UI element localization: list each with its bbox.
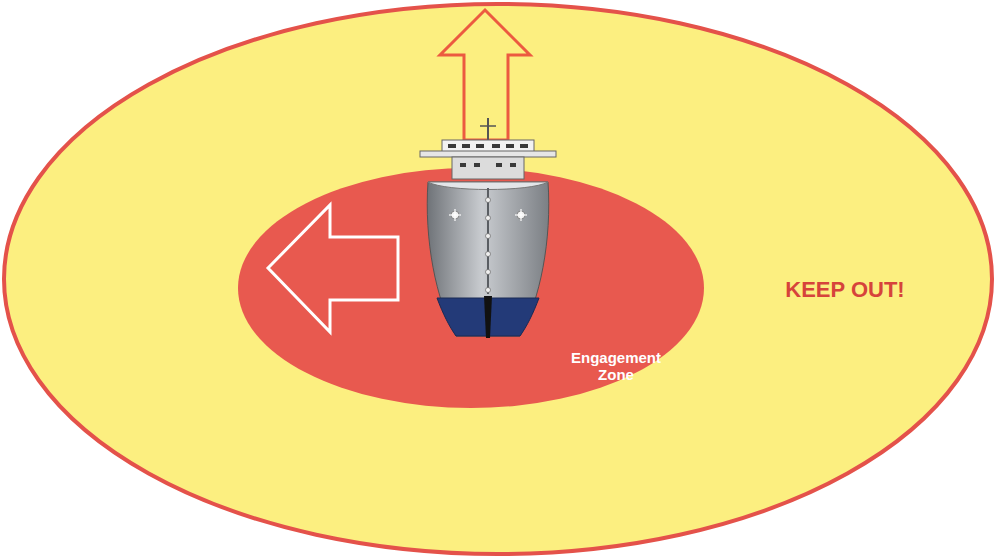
direction-arrow (268, 205, 398, 332)
ship-bridge-wing (420, 151, 556, 157)
engagement-zone: Engagement Zone (236, 166, 706, 410)
ship-superstructure (452, 157, 524, 179)
ship-bow-stem (484, 296, 492, 338)
tanker-ship (420, 118, 556, 338)
ship-deck-fittings (451, 198, 525, 293)
keep-out-zone-shape (4, 4, 992, 554)
ship-mast (480, 125, 496, 127)
ship-waterline (437, 298, 539, 336)
engagement-zone-shape (238, 168, 704, 408)
ship-hull (427, 182, 549, 336)
ship-mast (487, 118, 489, 142)
warning-label: KEEP OUT! (785, 277, 904, 302)
ship-deck (428, 182, 548, 190)
ship-bridge (442, 140, 534, 153)
ship-windows (448, 144, 528, 167)
ship-centerline (487, 188, 489, 294)
direction-arrow (440, 10, 530, 140)
zone-label: Engagement Zone (571, 349, 661, 384)
ship-deck-fittings (449, 209, 527, 221)
engagement-zone-outline (236, 166, 706, 410)
